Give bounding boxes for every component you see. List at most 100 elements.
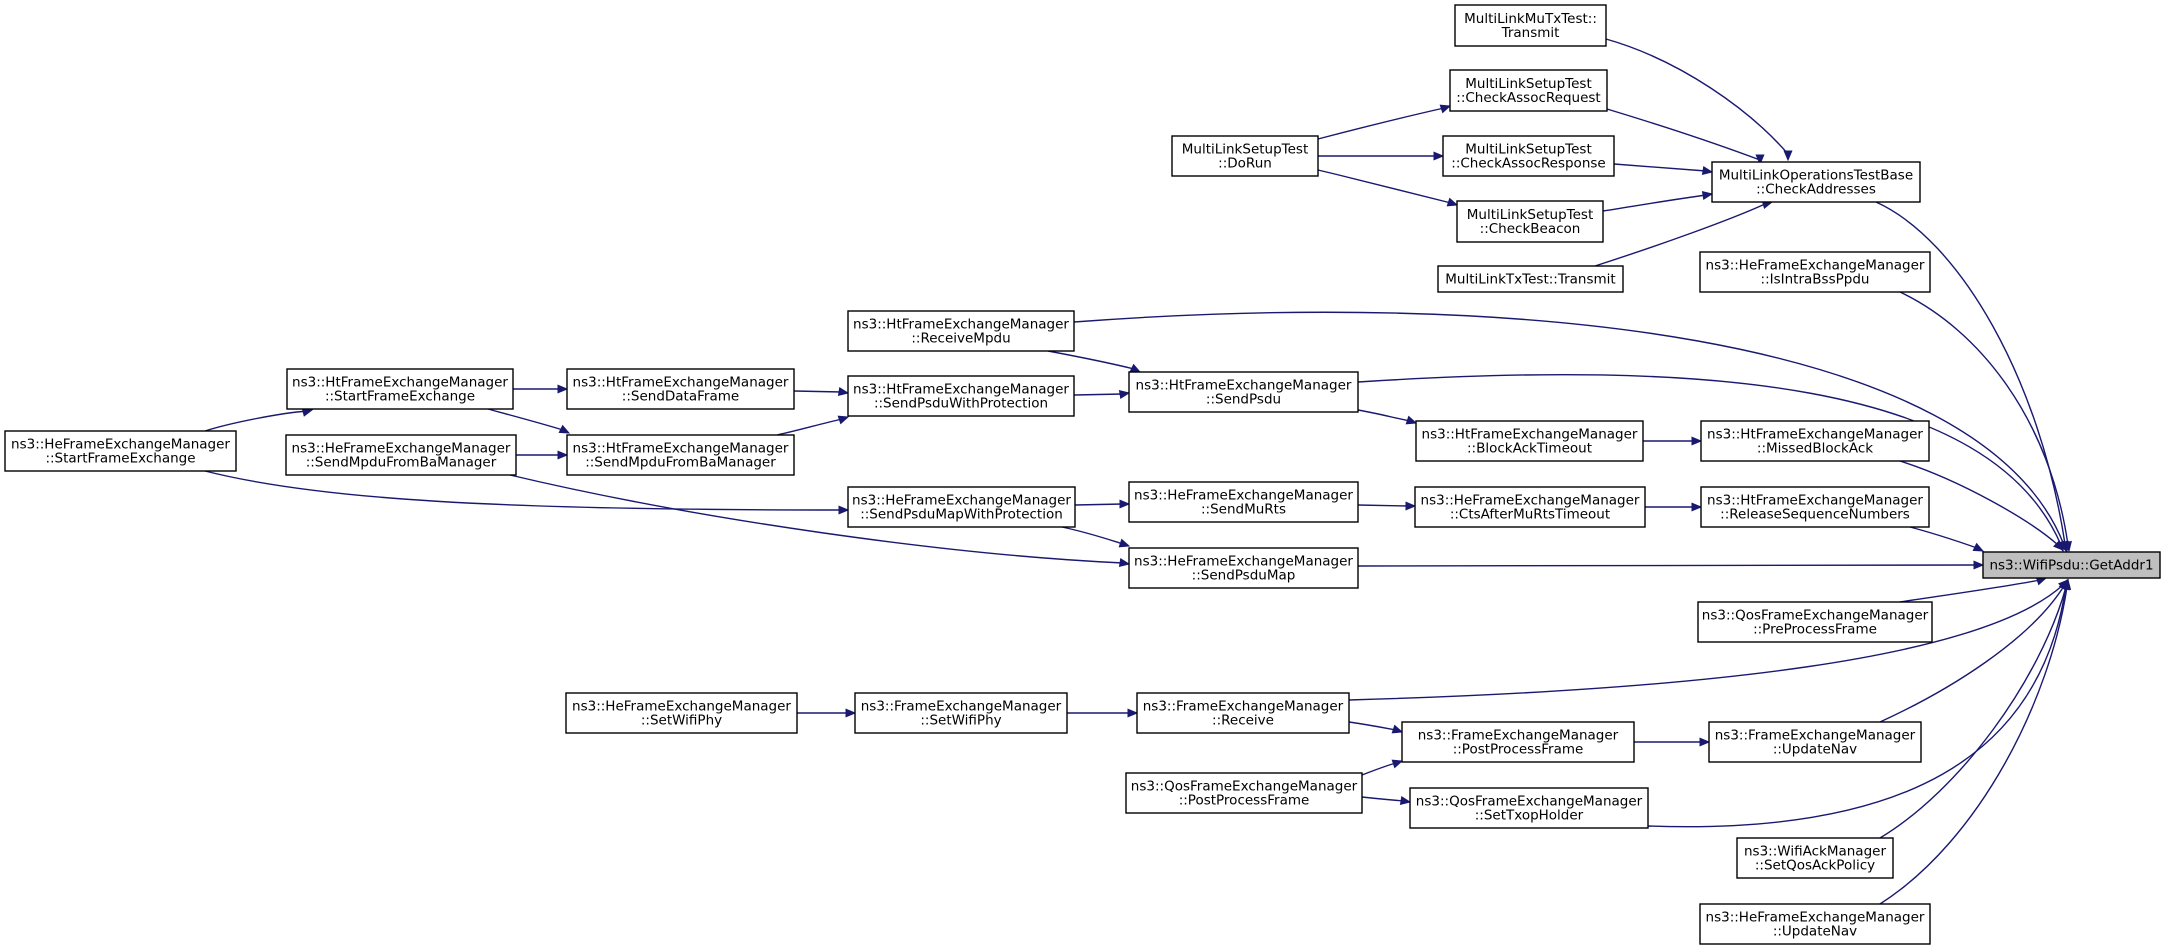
node-box [1711,161,1921,203]
edge-ht_missedblockack-to-getaddr1 [1899,460,2064,551]
node-label-line: ::PreProcessFrame [1753,622,1877,638]
arrowhead-icon [1129,363,1142,373]
edge-line [1317,169,1452,204]
edge-he_sendpsdumapwithprot-to-he_sendpsdumap [1061,526,1131,548]
node-label-line: ns3::QosFrameExchangeManager [1416,794,1643,810]
caller-node[interactable]: ns3::FrameExchangeManager::PostProcessFr… [1401,721,1635,763]
arrowhead-icon [2062,578,2072,590]
caller-node[interactable]: MultiLinkSetupTest::CheckAssocResponse [1442,135,1615,177]
node-box [1708,721,1922,763]
node-label-line: ns3::HeFrameExchangeManager [852,493,1071,509]
caller-node[interactable]: ns3::HtFrameExchangeManager::SendDataFra… [566,368,795,410]
edge-line [1909,526,1978,549]
node-box [1128,547,1359,589]
edge-line [1074,503,1124,506]
edge-line [1073,393,1124,396]
node-box [847,310,1075,352]
caller-node[interactable]: ns3::FrameExchangeManager::UpdateNav [1708,721,1922,763]
caller-node[interactable]: ns3::HeFrameExchangeManager::SendMuRts [1128,481,1359,523]
node-box [1697,601,1933,643]
edge-line [1061,526,1124,545]
edge-ht_senddataframe-to-ht_sendpsduwithprot [793,386,850,396]
node-label-line: ::ReceiveMpdu [911,331,1010,347]
edge-mls_checkassocreq-to-mlo_checkaddresses [1606,108,1765,166]
node-box [1454,4,1607,47]
caller-node[interactable]: ns3::HeFrameExchangeManager::SendPsduMap… [847,486,1076,528]
node-label-line: MultiLinkTxTest::Transmit [1445,272,1615,288]
edge-he_sendpsdumapwithprot-to-he_sendmurts [1074,499,1131,509]
node-box [1699,903,1931,945]
node-box [566,434,795,476]
caller-node[interactable]: ns3::QosFrameExchangeManager::SetTxopHol… [1409,787,1649,829]
caller-node[interactable]: ns3::HtFrameExchangeManager::ReleaseSequ… [1700,486,1930,528]
arrowhead-icon [557,450,569,460]
node-label-line: ::UpdateNav [1773,924,1857,940]
caller-node[interactable]: MultiLinkMuTxTest::Transmit [1454,4,1607,47]
caller-node[interactable]: MultiLinkOperationsTestBase::CheckAddres… [1711,161,1921,203]
arrowhead-icon [1405,415,1418,425]
node-label-line: ::SetWifiPhy [920,713,1001,729]
node-label-line: ns3::HtFrameExchangeManager [1707,493,1923,509]
caller-node[interactable]: ns3::HtFrameExchangeManager::StartFrameE… [286,368,514,410]
caller-node[interactable]: ns3::HeFrameExchangeManager::SendMpduFro… [285,434,517,476]
edge-he_sendmpdufromba-to-ht_sendmpdufromba [516,450,569,460]
caller-node[interactable]: ns3::HtFrameExchangeManager::BlockAckTim… [1415,420,1644,462]
caller-node[interactable]: ns3::HeFrameExchangeManager::StartFrameE… [4,430,237,472]
edge-ht_blockacktimeout-to-ht_missedblockack [1643,436,1703,446]
caller-node[interactable]: ns3::QosFrameExchangeManager::PostProces… [1125,772,1363,814]
node-box [1449,69,1608,112]
node-label-line: ns3::HtFrameExchangeManager [292,375,508,391]
node-label-line: ::StartFrameExchange [325,389,475,405]
caller-node[interactable]: MultiLinkSetupTest::DoRun [1171,135,1319,177]
arrowhead-icon [1973,560,1985,570]
arrowhead-icon [1446,197,1459,207]
edge-mls_dorun-to-mls_checkassocresp [1318,151,1445,161]
node-label-line: ns3::FrameExchangeManager [1715,728,1916,744]
caller-node[interactable]: MultiLinkSetupTest::CheckBeacon [1456,200,1604,243]
caller-node[interactable]: MultiLinkTxTest::Transmit [1437,265,1624,293]
caller-node[interactable]: ns3::HtFrameExchangeManager::SendPsduWit… [847,375,1075,417]
caller-node[interactable]: ns3::FrameExchangeManager::SetWifiPhy [854,692,1068,734]
caller-node[interactable]: ns3::HeFrameExchangeManager::SetWifiPhy [565,692,798,734]
caller-node[interactable]: ns3::FrameExchangeManager::Receive [1136,692,1350,734]
arrowhead-icon [837,415,850,425]
edge-line [1879,586,2068,905]
edge-ht_releaseseq-to-getaddr1 [1909,526,1985,552]
node-box [1136,692,1350,734]
edge-qos_postprocess-to-fe_postprocess [1361,759,1404,776]
arrowhead-icon [1399,795,1412,805]
caller-node[interactable]: ns3::HeFrameExchangeManager::SendPsduMap [1128,547,1359,589]
caller-node[interactable]: ns3::HtFrameExchangeManager::SendMpduFro… [566,434,795,476]
caller-node[interactable]: ns3::HeFrameExchangeManager::UpdateNav [1699,903,1931,945]
node-box [854,692,1068,734]
node-label-line: ns3::FrameExchangeManager [1418,728,1619,744]
caller-node[interactable]: ns3::WifiAckManager::SetQosAckPolicy [1736,837,1894,879]
arrowhead-icon [1691,436,1703,446]
node-box [4,430,237,472]
root-node[interactable]: ns3::WifiPsdu::GetAddr1 [1982,551,2161,579]
node-box [1128,481,1359,523]
caller-node[interactable]: MultiLinkSetupTest::CheckAssocRequest [1449,69,1608,112]
edge-line [793,390,843,393]
arrowhead-icon [2053,540,2064,551]
caller-node[interactable]: ns3::HeFrameExchangeManager::CtsAfterMuR… [1414,486,1646,528]
edge-line [204,470,843,511]
arrowhead-icon [1391,759,1404,769]
node-label-line: ::SetTxopHolder [1475,808,1584,824]
caller-node[interactable]: ns3::HtFrameExchangeManager::MissedBlock… [1700,420,1930,462]
node-label-line: ::CheckAssocResponse [1451,156,1605,172]
edge-line [1647,585,2067,828]
caller-node[interactable]: ns3::HtFrameExchangeManager::ReceiveMpdu [847,310,1075,352]
node-box [1699,251,1931,293]
node-label-line: ns3::FrameExchangeManager [1143,699,1344,715]
caller-node[interactable]: ns3::HtFrameExchangeManager::SendPsdu [1128,371,1359,413]
edge-he_sendpsdumap-to-getaddr1 [1357,560,1985,570]
caller-node[interactable]: ns3::QosFrameExchangeManager::PreProcess… [1697,601,1933,643]
edges-layer [204,38,2072,905]
node-box [565,692,798,734]
caller-node[interactable]: ns3::HeFrameExchangeManager::IsIntraBssP… [1699,251,1931,293]
nodes-layer: ns3::WifiPsdu::GetAddr1 MultiLinkMuTxTest… [4,4,2161,945]
edge-line [1875,201,2066,545]
edge-line [1357,504,1410,507]
